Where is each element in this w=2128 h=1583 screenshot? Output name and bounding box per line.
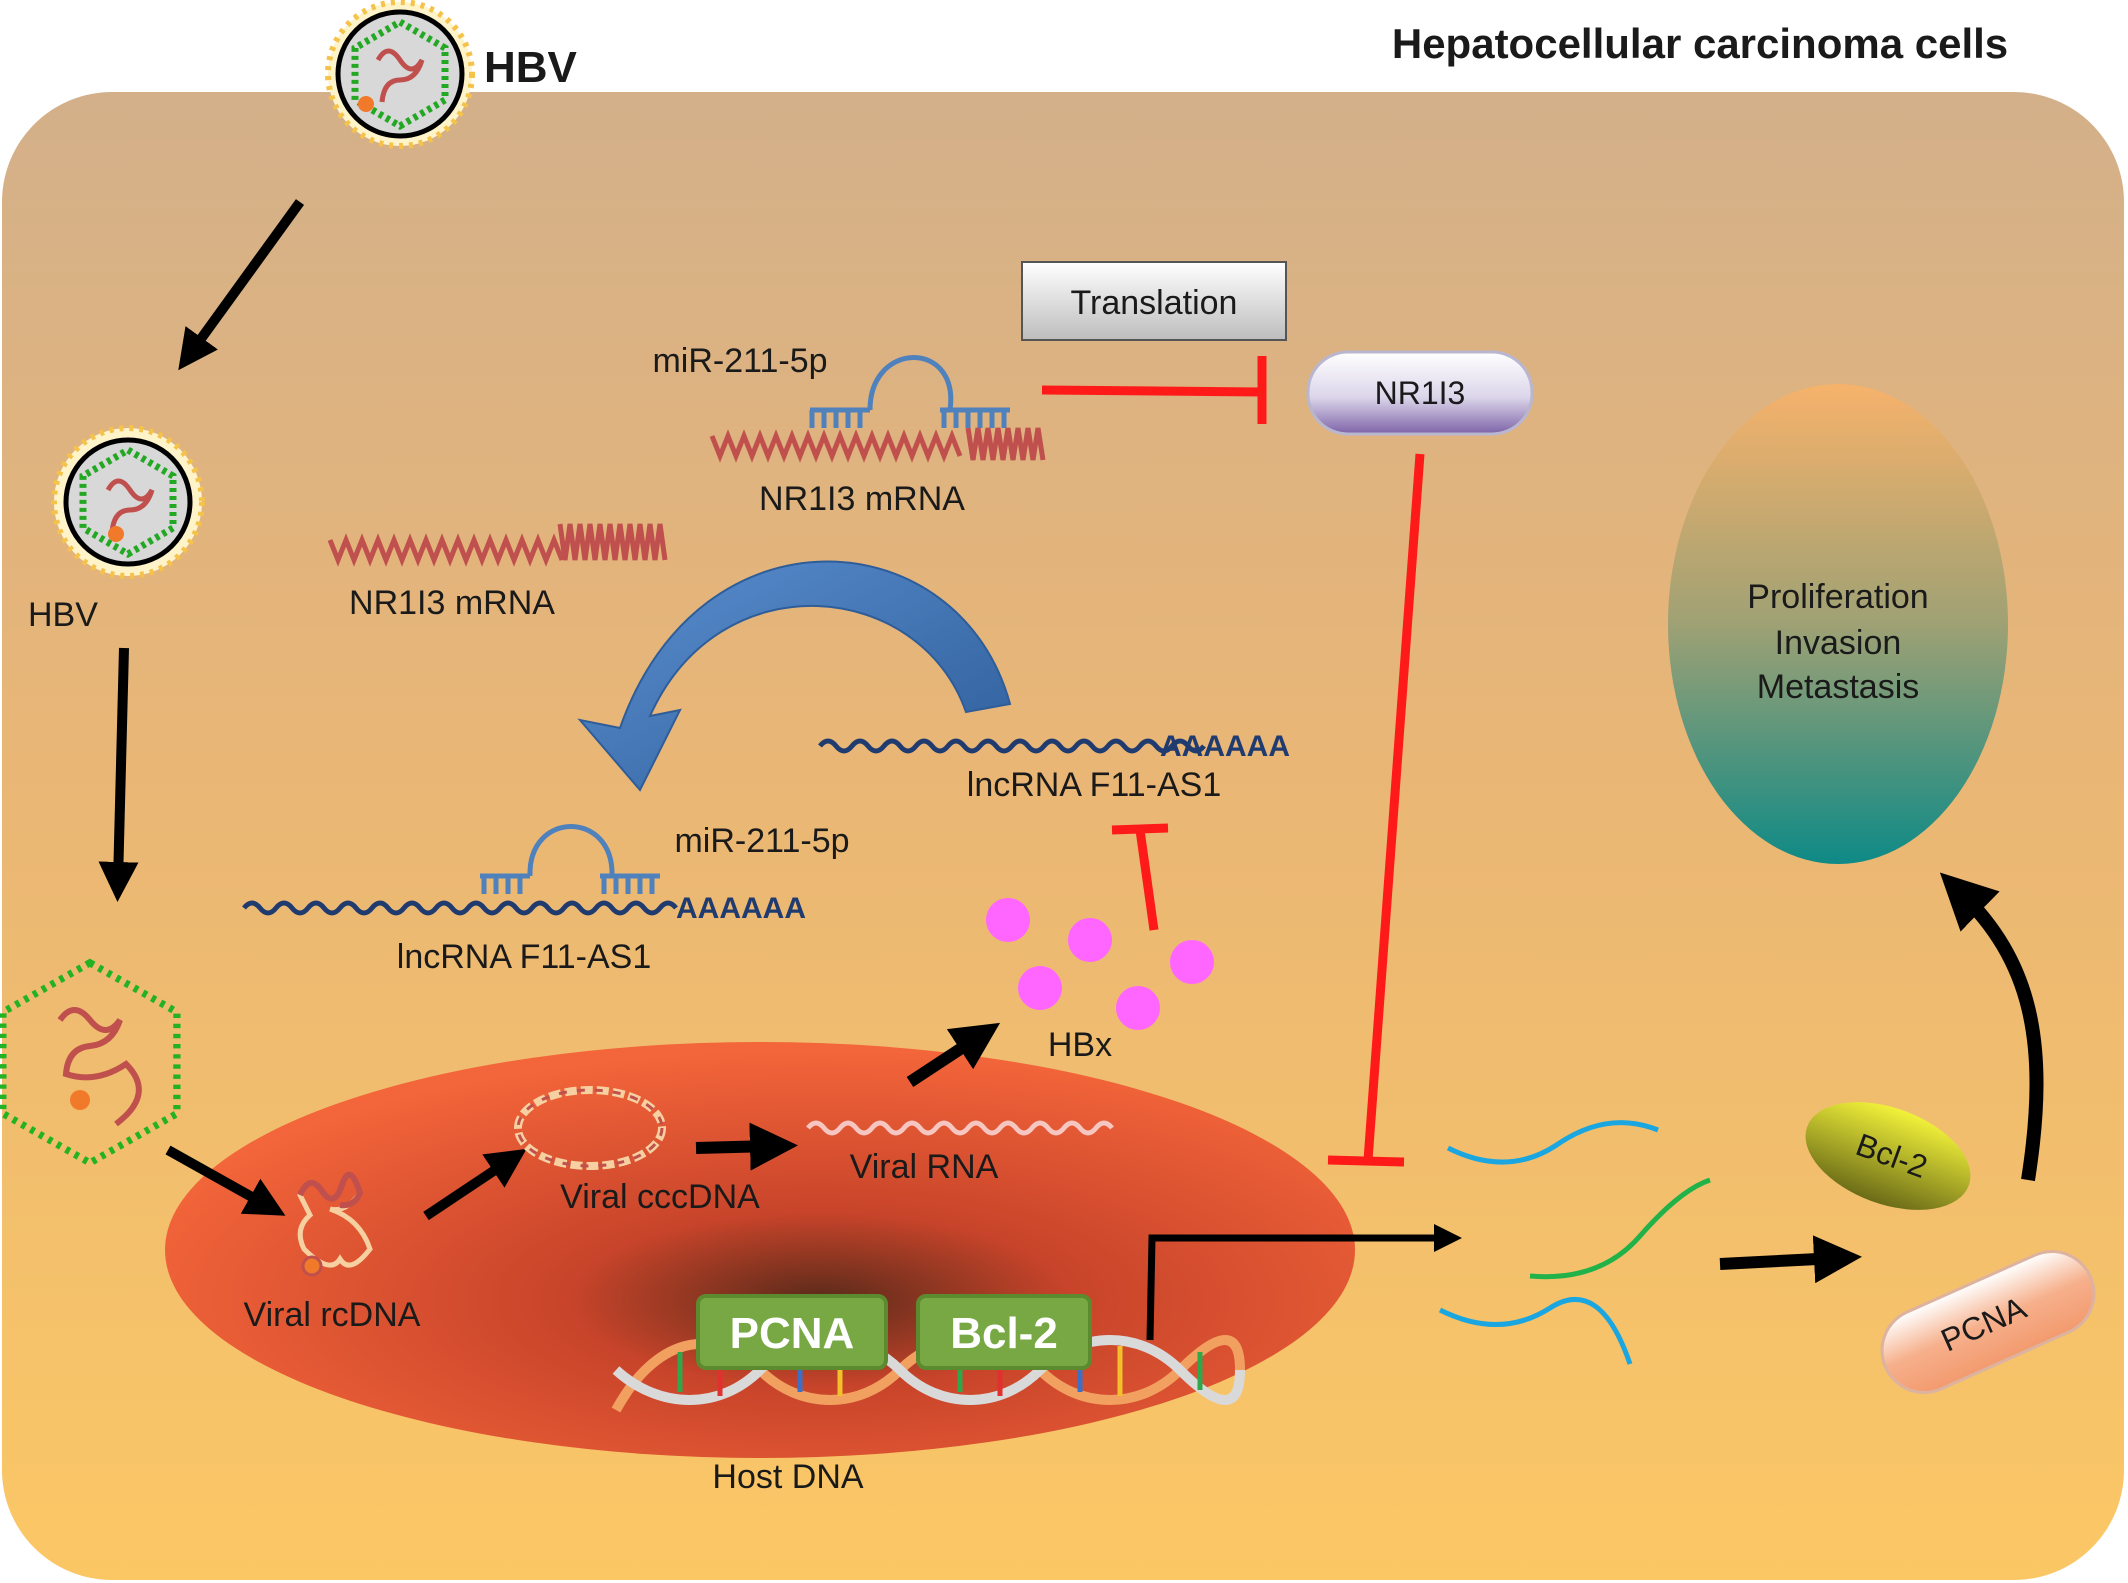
- viral-cccdna-label: Viral cccDNA: [560, 1178, 760, 1216]
- hbv-outer-label: HBV: [484, 43, 578, 92]
- lncrna-free-label: lncRNA F11-AS1: [967, 766, 1221, 804]
- mrna-bound-label: NR1I3 mRNA: [759, 480, 965, 518]
- mirna-bottom-hairpin: [480, 824, 660, 894]
- lncrna-bound-tail: AAAAAA: [676, 892, 806, 925]
- mrna-free-strand: [327, 523, 668, 567]
- transcription-arrow: [695, 1122, 798, 1171]
- bcl2-gene-label: Bcl-2: [950, 1309, 1058, 1358]
- outcome-line-1: Proliferation: [1747, 578, 1928, 616]
- lncrna-free-strand: [818, 738, 1206, 754]
- hbx-label: HBx: [1048, 1026, 1112, 1064]
- nr1i3-protein: [1306, 350, 1534, 436]
- translation-box: [1021, 261, 1287, 341]
- bcl2-protein: [1805, 1102, 1971, 1210]
- outcome-ellipse: [1668, 384, 2008, 864]
- host-dna-label: Host DNA: [712, 1458, 863, 1496]
- bcl2-gene-box: [916, 1294, 1092, 1370]
- nuclear-import-arrow: [165, 1145, 286, 1216]
- rcdna-to-cccdna-arrow: [423, 1148, 527, 1221]
- outcome-line-3: Metastasis: [1757, 668, 1920, 706]
- viral-cccdna-icon: [514, 1086, 666, 1170]
- translation-label: Translation: [1071, 284, 1238, 322]
- mrna-bound-strand: [709, 427, 1046, 463]
- uncoating-arrow: [98, 647, 139, 902]
- gene-transcription-arrow: [1146, 1224, 1462, 1341]
- mirna-top-hairpin: [809, 355, 1010, 428]
- translation-hbx-arrow: [906, 1022, 1001, 1088]
- hbv-virus-outer-icon: [325, 0, 475, 149]
- pcna-gene-label: PCNA: [730, 1309, 855, 1358]
- mirna-bottom-label: miR-211-5p: [674, 822, 849, 860]
- translation-protein-arrow: [1719, 1235, 1862, 1284]
- hbv-virus-inner-icon: [51, 425, 205, 579]
- lncrna-bound-label: lncRNA F11-AS1: [397, 938, 651, 976]
- nr1i3-inhibition: [1327, 453, 1425, 1167]
- hbv-inner-label: HBV: [28, 596, 98, 634]
- lncrna-free-tail: AAAAAA: [1160, 730, 1290, 763]
- nucleus: [165, 1042, 1355, 1458]
- capsid-icon: [0, 958, 181, 1168]
- viral-rcdna-label: Viral rcDNA: [244, 1296, 421, 1334]
- translation-inhibition: [1041, 356, 1267, 424]
- diagram-title: Hepatocellular carcinoma cells: [1392, 20, 2008, 67]
- hbx-protein-icon: [986, 898, 1214, 1030]
- lncrna-bound-strand: [242, 900, 678, 916]
- mirna-top-label: miR-211-5p: [652, 342, 827, 380]
- entry-arrow: [178, 199, 305, 371]
- outcome-line-2: Invasion: [1775, 624, 1902, 662]
- transcribed-mrna-icons: [1438, 1120, 1711, 1365]
- viral-rcdna-icon: [297, 1171, 373, 1277]
- outcome-arrow: [1939, 872, 2044, 1182]
- mrna-free-label: NR1I3 mRNA: [349, 584, 555, 622]
- viral-rna-strand: [806, 1120, 1114, 1136]
- nr1i3-label: NR1I3: [1375, 375, 1466, 411]
- pcna-gene-box: [696, 1294, 888, 1370]
- sponge-curved-arrow: [577, 560, 1012, 792]
- pcna-protein: [1880, 1250, 2096, 1394]
- hbx-inhibits-lncrna: [1111, 823, 1169, 931]
- viral-rna-label: Viral RNA: [850, 1148, 999, 1186]
